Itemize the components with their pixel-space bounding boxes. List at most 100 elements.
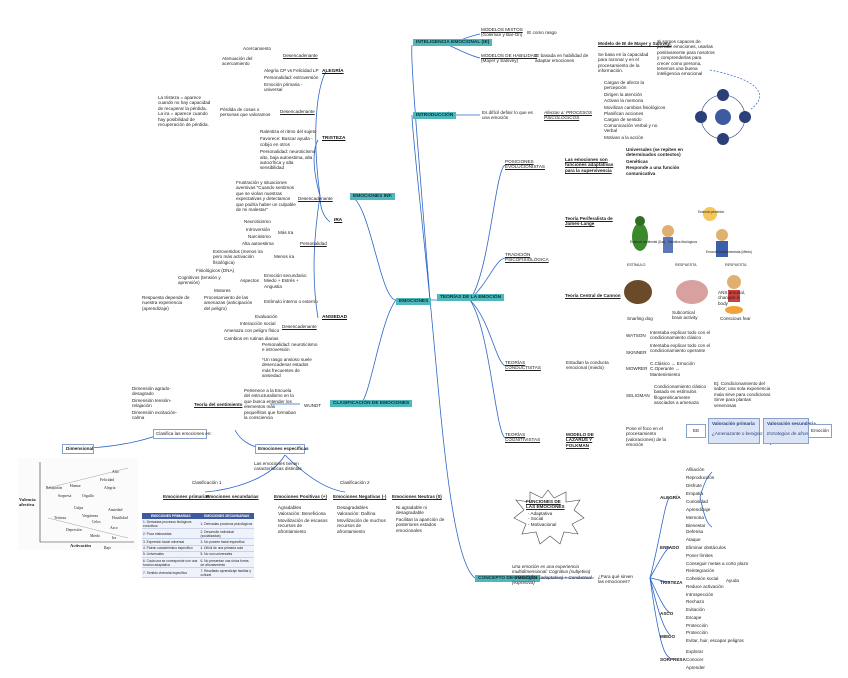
ayuda-label: Ayuda: [726, 578, 739, 583]
group-tristeza: TRISTEZA: [660, 580, 683, 585]
tristeza-item: Ralentiza el ritmo del sujeto: [260, 129, 317, 134]
star-title: FUNCIONES DE LAS EMOCIONES: [526, 499, 565, 510]
center-node[interactable]: EMOCIONES: [396, 298, 432, 306]
star-item: - Adaptativa: [528, 511, 553, 516]
group-item: Ataque: [686, 537, 701, 542]
modelos-mixtos: MODELOS MIXTOS: [481, 27, 523, 32]
seligman-ej: Ej: Condicionamiento del sabor; una sola…: [714, 381, 772, 408]
watson-desc: Intentaba explicar todo con el condicion…: [650, 330, 711, 341]
wundt: WUNDT: [304, 403, 322, 408]
table-cell: 2. Desarrollo individual (socializadas): [199, 528, 254, 540]
graph-activacion: Activación: [70, 543, 91, 548]
clasifica-box: Clasifica las emociones en:: [153, 429, 212, 439]
tristeza-label: TRISTEZA: [322, 136, 346, 141]
dim-2: Dimensión tensión-relajación: [132, 398, 172, 409]
alegria-acerc: Acercamiento: [243, 46, 272, 51]
cannon-cap-2: Subcortical brain activity: [672, 310, 698, 321]
table-cell: 7. Sentido vivencial específico: [142, 567, 200, 579]
table-cell: 3. No poseen facial específica: [199, 538, 254, 546]
ans-estim: Estímulo interno o externo: [264, 299, 318, 304]
group-item: Explorar: [686, 649, 704, 654]
teorias-header[interactable]: TEORÍAS DE LA EMOCIÓN: [437, 294, 505, 302]
ira-item-4: Alta autoestima: [242, 241, 274, 246]
alegria-desenc: Desencadenante: [283, 53, 318, 58]
proceso-item: Cargan de afecto la percepción: [604, 80, 645, 91]
evol-item: Responde a una función comunicativa: [626, 165, 680, 176]
group-item: Memoria: [686, 515, 704, 520]
ans-pers: Personalidad: neuroticismo e introversió…: [262, 342, 318, 353]
skinner-desc: Intentaba explicar todo con el condicion…: [650, 343, 711, 354]
table-cell: 4. Patrón característico específico: [142, 545, 200, 552]
tristeza-desenc: Desencadenante: [280, 109, 315, 114]
flow-emocion: Emoción: [808, 424, 832, 438]
ans-proc: Procesamiento de las amenazas (anticipac…: [204, 295, 253, 311]
concepto-definicion: Una emoción es una experiencia multidime…: [512, 564, 592, 586]
group-item: Bienestar: [686, 523, 706, 528]
clasificacion-header[interactable]: CLASIFICACIÓN DE EMOCIONES: [330, 400, 413, 408]
group-item: Evitar, huir, escapar peligros: [686, 638, 744, 643]
graph-word: Miedo: [90, 534, 100, 538]
graph-word: Relajación: [46, 486, 63, 490]
cannon-illustration: [624, 275, 743, 314]
ans-resp: Respuesta depende de nuestra experiencia…: [142, 295, 190, 311]
table-cell: 2. Poco elaboradas: [142, 528, 200, 540]
table-cell: 7. Resultado aprendizaje familiar y cult…: [199, 567, 254, 579]
mayer-title: Modelo de IE de Mayer y Salovey:: [598, 41, 672, 46]
neg-item: Valoración: Dañina: [337, 511, 376, 517]
proceso-item: Cargan de sentido Comunicación Verbal y …: [604, 117, 658, 134]
graph-word: Humor: [70, 484, 81, 488]
star-items: - Adaptativa- Social- Motivacional: [528, 511, 556, 527]
evol-items: Universales (se repiten en determinados …: [626, 147, 708, 177]
group-item: Disfrute: [686, 483, 702, 488]
group-alegría: ALEGRÍA: [660, 495, 681, 500]
positivas: Emociones Positivas (+): [274, 494, 327, 499]
intro-afectan: Afectan a: PROCESOS PSICOLÓGICOS: [544, 110, 592, 121]
star-item: - Motivacional: [528, 521, 557, 527]
clas1: Clasificación 1: [192, 480, 222, 485]
group-item: Reintegración: [686, 568, 715, 573]
ira-item-3: Narcisismo: [248, 234, 271, 239]
table-row: 6. Cada una se corresponde con una funci…: [142, 557, 254, 569]
flow-secundaria: Valoración secundaria Estrategias de afr…: [763, 418, 826, 444]
habilidad-desc: IE basada en habilidad de adaptar emocio…: [535, 53, 589, 64]
proceso-item: Motivan a la acción: [604, 134, 644, 140]
jl-cap-2: Cambios fisiológicos: [668, 240, 698, 244]
neutras: Emociones Neutras (0): [392, 494, 442, 499]
star-burst-shape: [513, 489, 585, 545]
mowrer: MOWRER: [626, 366, 648, 371]
modelos-habilidad: MODELOS DE HABILIDAD: [481, 53, 538, 58]
concepto-header[interactable]: CONCEPTO DE EMOCIÓN: [475, 575, 541, 583]
pos-item: Agradables: [278, 505, 302, 510]
ira-item-2: Introversión: [246, 227, 271, 232]
group-item: Escape: [686, 615, 702, 620]
ie-header[interactable]: INTELIGENCIA EMOCIONAL (IE): [413, 39, 493, 47]
alegria-item: Alegría CP vs Felicidad LP: [264, 68, 319, 73]
group-item: Protección: [686, 630, 708, 635]
modelos-habilidad-sub: (Mayer y Salovey): [481, 58, 519, 63]
graph-word: Tristeza: [54, 516, 67, 520]
proceso-item: Movilizan cambios fisiológicos: [604, 104, 666, 110]
graph-word: Culpa: [74, 506, 84, 510]
jl-cap-4: Emoción experimentada (Miedo): [706, 250, 753, 254]
graph-word: Orgullo: [82, 494, 94, 498]
inf-header[interactable]: EMOCIONES INF.: [350, 193, 396, 201]
ans-note: *Un rasgo ansioso suele desencadenar est…: [262, 357, 312, 379]
group-item: Cohesión social: [686, 576, 719, 581]
group-item: Empatía: [686, 491, 704, 496]
pos-item: Valoración: Beneficiosa: [278, 511, 326, 517]
graph-word: Alegría: [104, 486, 116, 490]
ira-item-1: Neuroticismo: [244, 219, 271, 224]
group-item: Rechazo: [686, 599, 705, 604]
tristeza-left: La tristeza = aparece cuando no hay capa…: [158, 95, 211, 128]
mayer-desc: Se basa en la capacidad para razonar y e…: [598, 52, 649, 74]
intro-header[interactable]: INTRODUCCIÓN: [413, 112, 457, 120]
table-cell: 1. Derivadas procesos biológicos evoluti…: [142, 519, 200, 530]
graph-word: Ira: [112, 536, 117, 540]
four-branch-cycle-figure: [695, 89, 751, 145]
table-cell: 4. Difícil de una primaria sola: [199, 545, 254, 552]
